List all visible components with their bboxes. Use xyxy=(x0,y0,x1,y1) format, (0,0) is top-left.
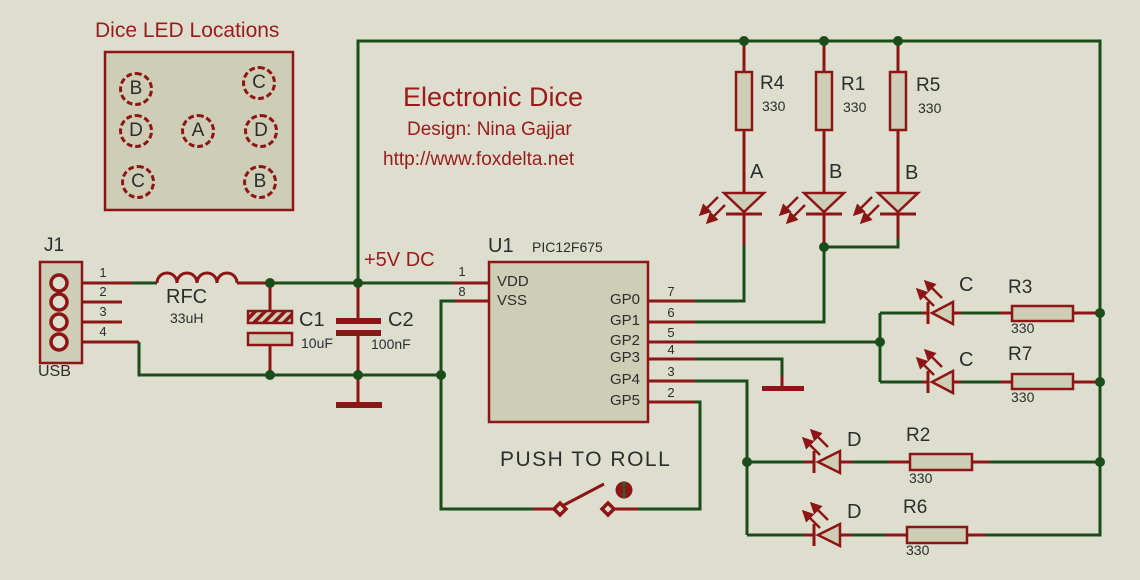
resistor-r6-ref: R6 xyxy=(903,497,928,518)
led-b2-label: B xyxy=(905,162,919,184)
ic-pin-name-gp0: GP0 xyxy=(609,291,640,308)
connector-ref: J1 xyxy=(44,235,65,256)
dice-legend-title: Dice LED Locations xyxy=(95,19,280,42)
resistor-r7-symbol xyxy=(1010,372,1075,391)
ic-pin-number-gp5: 2 xyxy=(667,385,675,400)
component-leads xyxy=(67,41,1097,537)
designer-credit: Design: Nina Gajjar xyxy=(407,119,572,140)
capacitor-c2-symbol xyxy=(336,318,381,336)
resistor-r2-value: 330 xyxy=(909,470,933,486)
capacitor-c2-value: 100nF xyxy=(371,336,411,352)
dice-led-position-2: C xyxy=(242,66,276,100)
ic-pin-number-gp0: 7 xyxy=(667,284,675,299)
inductor-value: 33uH xyxy=(170,310,204,326)
capacitor-c1-symbol xyxy=(246,309,294,347)
led-a-label: A xyxy=(750,161,764,183)
resistor-r4-value: 330 xyxy=(762,98,786,114)
resistor-r6-symbol xyxy=(905,525,969,545)
ic-pin-name-gp3: GP3 xyxy=(609,349,640,366)
connector-pin-number: 1 xyxy=(99,265,107,280)
ic-pin-number-vdd: 1 xyxy=(458,264,466,279)
gpio-wires xyxy=(695,238,1100,537)
ground-symbol-gp3 xyxy=(762,386,804,391)
resistor-r5-value: 330 xyxy=(918,100,942,116)
dice-led-position-7: B xyxy=(243,165,277,199)
resistor-r5-symbol xyxy=(888,70,908,132)
ground-rail-wire xyxy=(137,299,702,511)
inductor-ref: RFC xyxy=(166,286,208,308)
ic-ref: U1 xyxy=(488,235,514,257)
led-b1-label: B xyxy=(829,161,843,183)
led-c1-label: C xyxy=(959,274,974,296)
capacitor-c1-ref: C1 xyxy=(299,309,325,331)
ic-pin-number-gp2: 5 xyxy=(667,325,675,340)
resistor-r7-value: 330 xyxy=(1011,389,1035,405)
ic-part-number: PIC12F675 xyxy=(532,239,603,255)
led-b2-icon xyxy=(852,191,922,225)
connector-pin-number: 4 xyxy=(99,324,107,339)
push-button-switch[interactable] xyxy=(533,481,638,518)
led-a-icon xyxy=(698,191,768,225)
ic-pin-number-gp1: 6 xyxy=(667,305,675,320)
page-title: Electronic Dice xyxy=(403,82,584,112)
resistor-r6-value: 330 xyxy=(906,542,930,558)
resistor-r7-ref: R7 xyxy=(1008,344,1033,365)
resistor-r5-ref: R5 xyxy=(916,75,941,96)
led-b1-icon xyxy=(778,191,848,225)
junction-dots xyxy=(265,36,1105,467)
dice-led-position-5: D xyxy=(244,114,278,148)
push-button-label: PUSH TO ROLL xyxy=(500,448,672,471)
usb-connector-symbol xyxy=(38,260,84,365)
resistor-r1-value: 330 xyxy=(843,99,867,115)
resistor-r3-value: 330 xyxy=(1011,320,1035,336)
connector-pin-number: 3 xyxy=(99,304,107,319)
ground-symbol-c2 xyxy=(336,402,382,408)
capacitor-c2-ref: C2 xyxy=(388,309,414,331)
led-d2-label: D xyxy=(847,501,862,523)
resistor-r2-symbol xyxy=(908,452,974,472)
resistor-r4-ref: R4 xyxy=(760,73,785,94)
power-label: +5V DC xyxy=(364,249,435,271)
website-link: http://www.foxdelta.net xyxy=(383,149,575,170)
ic-pin-number-gp4: 3 xyxy=(667,364,675,379)
ic-pin-name-gp5: GP5 xyxy=(609,392,640,409)
resistor-r3-ref: R3 xyxy=(1008,277,1033,298)
resistor-r2-ref: R2 xyxy=(906,425,931,446)
dice-led-position-6: C xyxy=(121,165,155,199)
led-c2-icon xyxy=(915,348,955,396)
ic-pin-name-vdd: VDD xyxy=(497,273,529,290)
resistor-r1-ref: R1 xyxy=(841,74,866,95)
ic-pin-name-gp2: GP2 xyxy=(609,332,640,349)
ic-pin-name-vss: VSS xyxy=(497,292,528,309)
dice-led-position-3: D xyxy=(119,114,153,148)
ic-pin-number-vss: 8 xyxy=(458,284,466,299)
inductor-symbol xyxy=(155,271,239,284)
connector-type-label: USB xyxy=(38,363,71,380)
ic-pin-name-gp1: GP1 xyxy=(609,312,640,329)
resistor-r3-symbol xyxy=(1010,304,1075,323)
resistor-r4-symbol xyxy=(734,70,754,132)
dice-led-position-1: B xyxy=(119,72,153,106)
led-d1-label: D xyxy=(847,429,862,451)
led-d2-icon xyxy=(801,501,842,549)
led-d1-icon xyxy=(801,428,842,476)
connector-pin-number: 2 xyxy=(99,284,107,299)
led-c2-label: C xyxy=(959,349,974,371)
led-c1-icon xyxy=(915,279,955,327)
ic-symbol xyxy=(487,260,650,424)
ic-pin-name-gp4: GP4 xyxy=(609,371,640,388)
ic-pin-number-gp3: 4 xyxy=(667,342,675,357)
dice-led-position-4: A xyxy=(181,114,215,148)
resistor-r1-symbol xyxy=(814,70,834,132)
capacitor-c1-value: 10uF xyxy=(301,335,333,351)
